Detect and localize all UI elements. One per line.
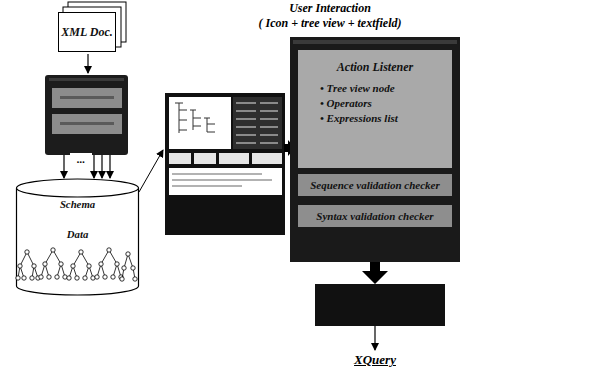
screen-frame	[165, 93, 285, 235]
tree-node	[87, 264, 91, 268]
tree-node	[22, 276, 26, 280]
dark-box	[45, 75, 128, 155]
ellipsis-mark: ...	[70, 153, 92, 165]
ui-screenshot	[165, 93, 285, 235]
tree-node	[25, 250, 29, 254]
tree-node	[133, 277, 137, 281]
tree-node	[51, 248, 55, 252]
tree-node	[99, 262, 103, 266]
bullet-item: • Tree view node	[306, 81, 444, 96]
parser-block	[45, 75, 128, 155]
tree-node	[122, 266, 126, 270]
blurred-text	[60, 122, 114, 125]
tree-node	[71, 264, 75, 268]
tree-node	[131, 266, 135, 270]
flow-arrow	[101, 155, 102, 178]
flow-arrow	[109, 155, 110, 178]
icon-grid	[236, 103, 278, 143]
tree-node	[32, 264, 36, 268]
tree-node	[39, 275, 43, 279]
module-band	[52, 114, 122, 134]
checker-band: Syntax validation checker	[298, 205, 452, 227]
tree-node	[103, 275, 107, 279]
tree-node	[16, 276, 20, 280]
database-cylinder: SchemaData	[15, 178, 140, 296]
tree-lines	[175, 103, 215, 133]
flow-arrow	[87, 54, 88, 73]
tree-node	[115, 262, 119, 266]
box-shade	[293, 40, 457, 44]
tree-node	[79, 250, 83, 254]
bullet-item: • Operators	[306, 96, 444, 111]
tree-node	[43, 262, 47, 266]
tree-node	[59, 262, 63, 266]
flow-arrow	[63, 155, 64, 178]
ui-button	[169, 153, 191, 164]
tree-node	[107, 248, 111, 252]
flow-arrow	[139, 150, 163, 192]
text-field	[169, 168, 282, 195]
node-label: Sequence validation checker	[310, 179, 440, 191]
tree-node	[126, 252, 130, 256]
tree-node	[75, 276, 79, 280]
cylinder-top	[17, 179, 139, 197]
data-trees	[16, 248, 137, 281]
ui-button	[252, 153, 282, 164]
checker-band: Sequence validation checker	[298, 174, 452, 196]
tree-node	[18, 264, 22, 268]
ui-button	[194, 153, 216, 164]
tree-node	[67, 276, 71, 280]
schema-label: Schema	[15, 198, 140, 210]
flow-arrow	[374, 326, 375, 350]
section-title: User Interaction	[230, 1, 430, 16]
listener-panel: Action Listener • Tree view node• Operato…	[298, 50, 452, 168]
blurred-text	[172, 174, 272, 186]
bullet-item: • Expressions list	[306, 111, 444, 126]
tree-node	[83, 276, 87, 280]
node-label: Syntax validation checker	[316, 210, 433, 222]
node-label: XML Doc.	[61, 25, 113, 40]
panel-heading: Action Listener	[306, 60, 444, 75]
tree-view-pane	[169, 97, 231, 149]
box-shade	[49, 78, 124, 81]
dark-box	[290, 37, 460, 262]
icon-pane	[233, 97, 282, 149]
document-icon: XML Doc.	[58, 12, 116, 52]
output-label: XQuery	[325, 352, 425, 368]
section-subtitle: ( Icon + tree view + textfield)	[220, 16, 440, 31]
module-band	[52, 88, 122, 108]
dark-box	[315, 284, 445, 326]
data-label: Data	[15, 228, 140, 240]
blurred-text	[60, 96, 114, 99]
tree-node	[120, 277, 124, 281]
tree-node	[95, 275, 99, 279]
thick-arrow	[362, 262, 388, 284]
tree-node	[47, 275, 51, 279]
tree-node	[55, 275, 59, 279]
tree-node	[30, 276, 34, 280]
tree-node	[111, 275, 115, 279]
flow-arrow	[93, 155, 94, 178]
ui-button	[219, 153, 249, 164]
